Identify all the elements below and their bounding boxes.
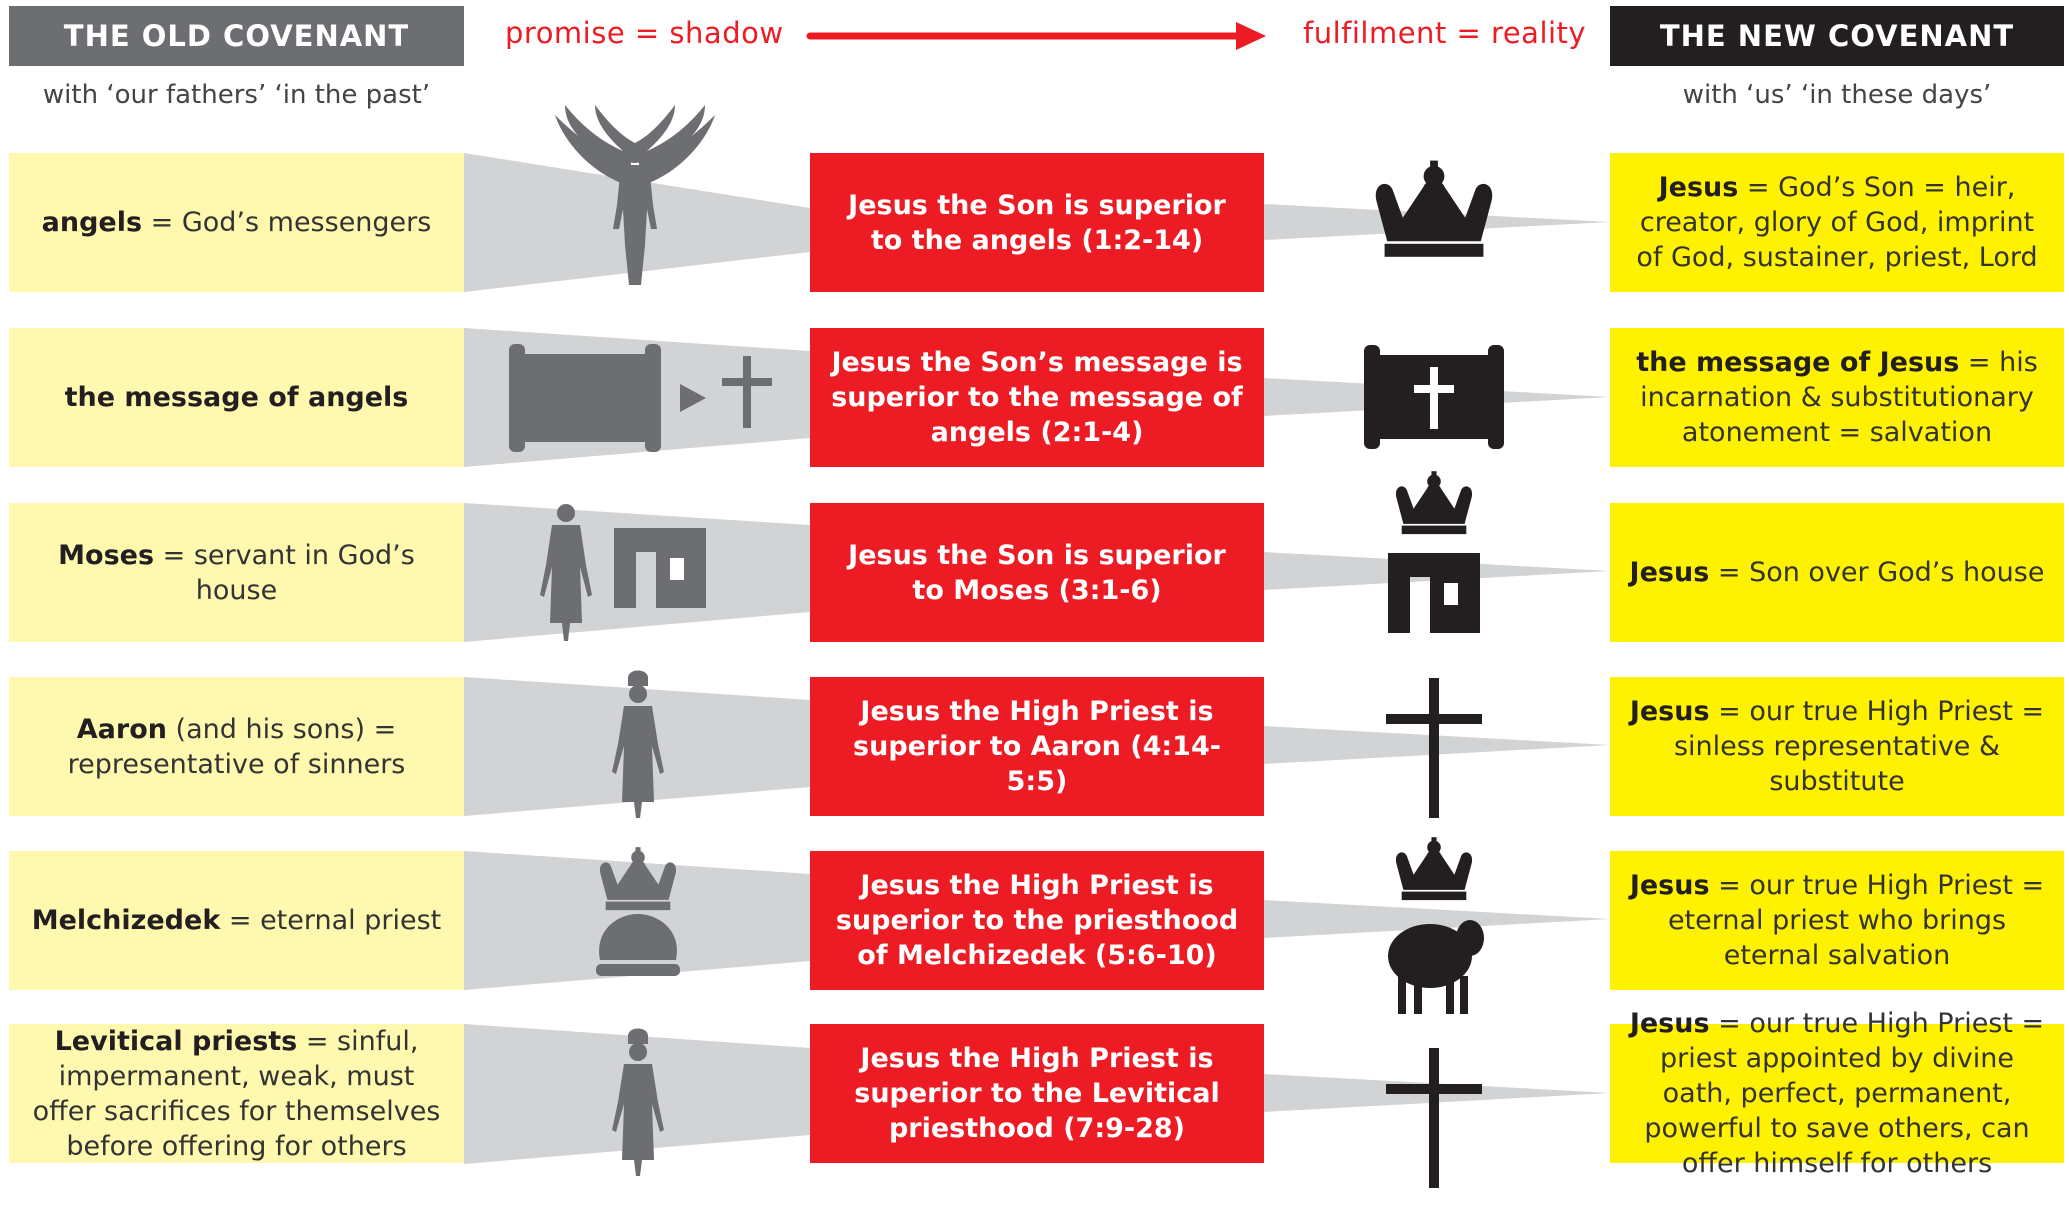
new-covenant-cell: Jesus = Son over God’s house (1610, 503, 2064, 642)
comparison-cell: Jesus the Son is superior to the angels … (810, 153, 1264, 292)
new-description: = our true High Priest = sinless represe… (1673, 696, 2045, 797)
new-term: Jesus (1629, 557, 1710, 588)
new-description: = his incarnation & substitutionary aton… (1640, 347, 2038, 448)
new-description: = Son over God’s house (1709, 557, 2045, 588)
scroll-icon (509, 344, 661, 452)
comparison-cell: Jesus the Son’s message is superior to t… (810, 328, 1264, 467)
house-icon (1388, 553, 1480, 633)
old-covenant-subtitle: with ‘our fathers’ ‘in the past’ (42, 80, 431, 110)
old-term: Melchizedek (31, 905, 221, 936)
new-term: Jesus (1629, 696, 1710, 727)
new-description: = our true High Priest = priest appointe… (1644, 1008, 2045, 1179)
new-covenant-cell: Jesus = God’s Son = heir, creator, glory… (1610, 153, 2064, 292)
crown-icon (599, 847, 677, 911)
crown-icon (1395, 471, 1473, 535)
new-covenant-cell: Jesus = our true High Priest = sinless r… (1610, 677, 2064, 816)
play-arrow-icon (680, 384, 706, 412)
new-description: = God’s Son = heir, creator, glory of Go… (1636, 172, 2038, 273)
person-icon (540, 504, 592, 641)
new-covenant-cell: the message of Jesus = his incarnation &… (1610, 328, 2064, 467)
new-covenant-cell: Jesus = our true High Priest = priest ap… (1610, 1008, 2064, 1179)
crown-icon (1395, 837, 1473, 901)
old-covenant-cell: Levitical priests = sinful, impermanent,… (9, 1024, 464, 1163)
lamb-icon (1388, 920, 1484, 1014)
old-covenant-cell: Aaron (and his sons) = representative of… (9, 677, 464, 816)
new-covenant-cell: Jesus = our true High Priest = eternal p… (1610, 851, 2064, 990)
old-term: Aaron (76, 713, 167, 745)
comparison-cell: Jesus the High Priest is superior to the… (810, 851, 1264, 990)
house-icon (614, 528, 706, 608)
cross-icon (722, 356, 772, 428)
old-term: Moses (58, 539, 155, 571)
new-covenant-subtitle: with ‘us’ ‘in these days’ (1682, 80, 1992, 110)
bread-icon (596, 914, 680, 976)
old-term: the message of angels (64, 382, 409, 413)
old-description: = sinful, impermanent, weak, must offer … (32, 1025, 441, 1162)
angel-icon (555, 105, 715, 285)
cross-icon (1386, 1048, 1482, 1188)
comparison-cell: Jesus the High Priest is superior to Aar… (810, 677, 1264, 816)
old-term: angels (41, 207, 143, 238)
old-term: Levitical priests (54, 1025, 298, 1057)
new-term: Jesus (1629, 870, 1710, 901)
cross-icon (1386, 678, 1482, 818)
old-description: = God’s messengers (142, 207, 432, 238)
crown-icon (1375, 160, 1493, 257)
shadow-beams (464, 153, 810, 1164)
new-term: the message of Jesus (1636, 347, 1960, 378)
new-covenant-header: THE NEW COVENANT (1610, 6, 2064, 66)
old-description: = eternal priest (220, 905, 442, 936)
scroll-with-cross-icon (1364, 345, 1504, 449)
old-covenant-cell: Moses = servant in God’s house (9, 503, 464, 642)
old-covenant-header: THE OLD COVENANT (9, 6, 464, 66)
promise-label: promise = shadow (505, 16, 784, 50)
old-covenant-cell: angels = God’s messengers (9, 153, 464, 292)
priest-icon (612, 670, 664, 818)
new-term: Jesus (1658, 172, 1739, 203)
old-description: (and his sons) = representative of sinne… (67, 713, 406, 780)
old-covenant-cell: Melchizedek = eternal priest (9, 851, 464, 990)
comparison-cell: Jesus the Son is superior to Moses (3:1-… (810, 503, 1264, 642)
priest-icon (612, 1028, 664, 1176)
new-term: Jesus (1629, 1008, 1710, 1039)
old-description: = servant in God’s house (154, 539, 415, 606)
fulfilment-label: fulfilment = reality (1303, 16, 1587, 50)
new-description: = our true High Priest = eternal priest … (1667, 870, 2045, 971)
old-covenant-cell: the message of angels (9, 328, 464, 467)
comparison-cell: Jesus the High Priest is superior to the… (810, 1024, 1264, 1163)
promise-arrow (806, 22, 1266, 50)
